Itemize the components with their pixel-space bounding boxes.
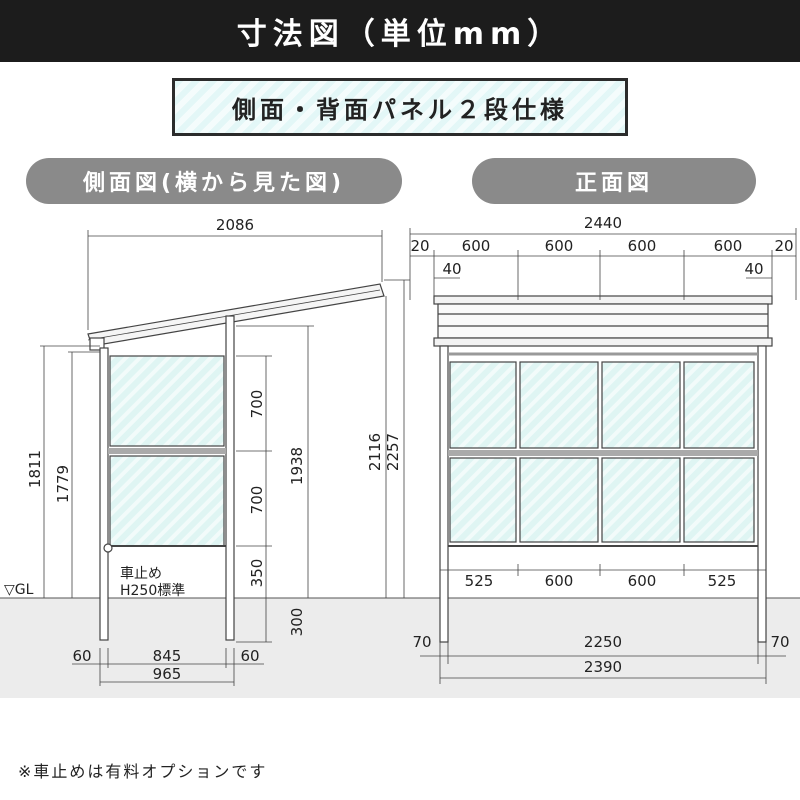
front-top-600-4: 600	[714, 237, 743, 255]
front-top-600-1: 600	[462, 237, 491, 255]
wheel-stop-icon	[103, 543, 113, 553]
front-roof-band	[437, 303, 769, 339]
front-panel-r1-c1	[449, 361, 517, 449]
side-bottom-60-left: 60	[72, 647, 91, 665]
front-roof-top	[433, 295, 773, 305]
side-height-1811: 1811	[26, 450, 44, 488]
front-panel-r1-c3	[601, 361, 681, 449]
side-bottom-965: 965	[153, 665, 182, 683]
front-edge-40-right: 40	[744, 260, 763, 278]
front-panel-r2-c1	[449, 457, 517, 543]
front-post-70-right: 70	[770, 633, 789, 651]
gl-label: ▽GL	[4, 582, 34, 598]
front-post-left	[439, 345, 449, 643]
front-top-total: 2440	[584, 214, 622, 232]
side-panel-700-upper: 700	[248, 390, 266, 419]
front-panel-width-525-right: 525	[708, 572, 737, 590]
front-inner-width: 2250	[584, 633, 622, 651]
front-top-600-2: 600	[545, 237, 574, 255]
front-post-right	[757, 345, 767, 643]
front-panel-r2-c4	[683, 457, 755, 543]
footnote: ※車止めは有料オプションです	[18, 762, 268, 781]
front-top-20-right: 20	[774, 237, 793, 255]
front-edge-40-left: 40	[442, 260, 461, 278]
front-panel-width-600-2: 600	[628, 572, 657, 590]
front-panel-width-600-1: 600	[545, 572, 574, 590]
front-top-600-3: 600	[628, 237, 657, 255]
wheel-stop-height: H250標準	[120, 583, 185, 599]
side-height-2116: 2116	[366, 433, 384, 471]
wheel-stop-label: 車止め	[120, 565, 162, 582]
front-panel-r2-c2	[519, 457, 599, 543]
front-post-70-left: 70	[412, 633, 431, 651]
side-post-back	[225, 315, 235, 641]
side-post-depth: 300	[288, 608, 306, 637]
front-gutter	[433, 337, 773, 347]
front-panel-r1-c2	[519, 361, 599, 449]
side-panel-350: 350	[248, 559, 266, 588]
side-view-structure	[87, 283, 385, 641]
side-bottom-845: 845	[153, 647, 182, 665]
side-gutter	[89, 337, 105, 351]
side-height-1779: 1779	[54, 465, 72, 503]
front-outer-width: 2390	[584, 658, 622, 676]
side-panel-lower	[109, 455, 225, 547]
front-panel-r1-c4	[683, 361, 755, 449]
side-post-front	[99, 347, 109, 641]
page-title: 寸法図（単位mm）	[0, 0, 800, 62]
side-height-2257: 2257	[384, 433, 402, 471]
front-panel-r2-c3	[601, 457, 681, 543]
side-panel-upper	[109, 355, 225, 447]
spec-label: 側面・背面パネル２段仕様	[172, 78, 628, 136]
side-top-width: 2086	[216, 216, 254, 234]
ground-area	[0, 598, 800, 698]
side-view-heading: 側面図(横から見た図)	[26, 158, 402, 204]
side-height-1938: 1938	[288, 447, 306, 485]
front-top-20-left: 20	[410, 237, 429, 255]
front-view-heading: 正面図	[472, 158, 756, 204]
side-bottom-60-right: 60	[240, 647, 259, 665]
side-panel-700-lower: 700	[248, 486, 266, 515]
front-view-structure	[433, 295, 773, 643]
front-panel-width-525-left: 525	[465, 572, 494, 590]
